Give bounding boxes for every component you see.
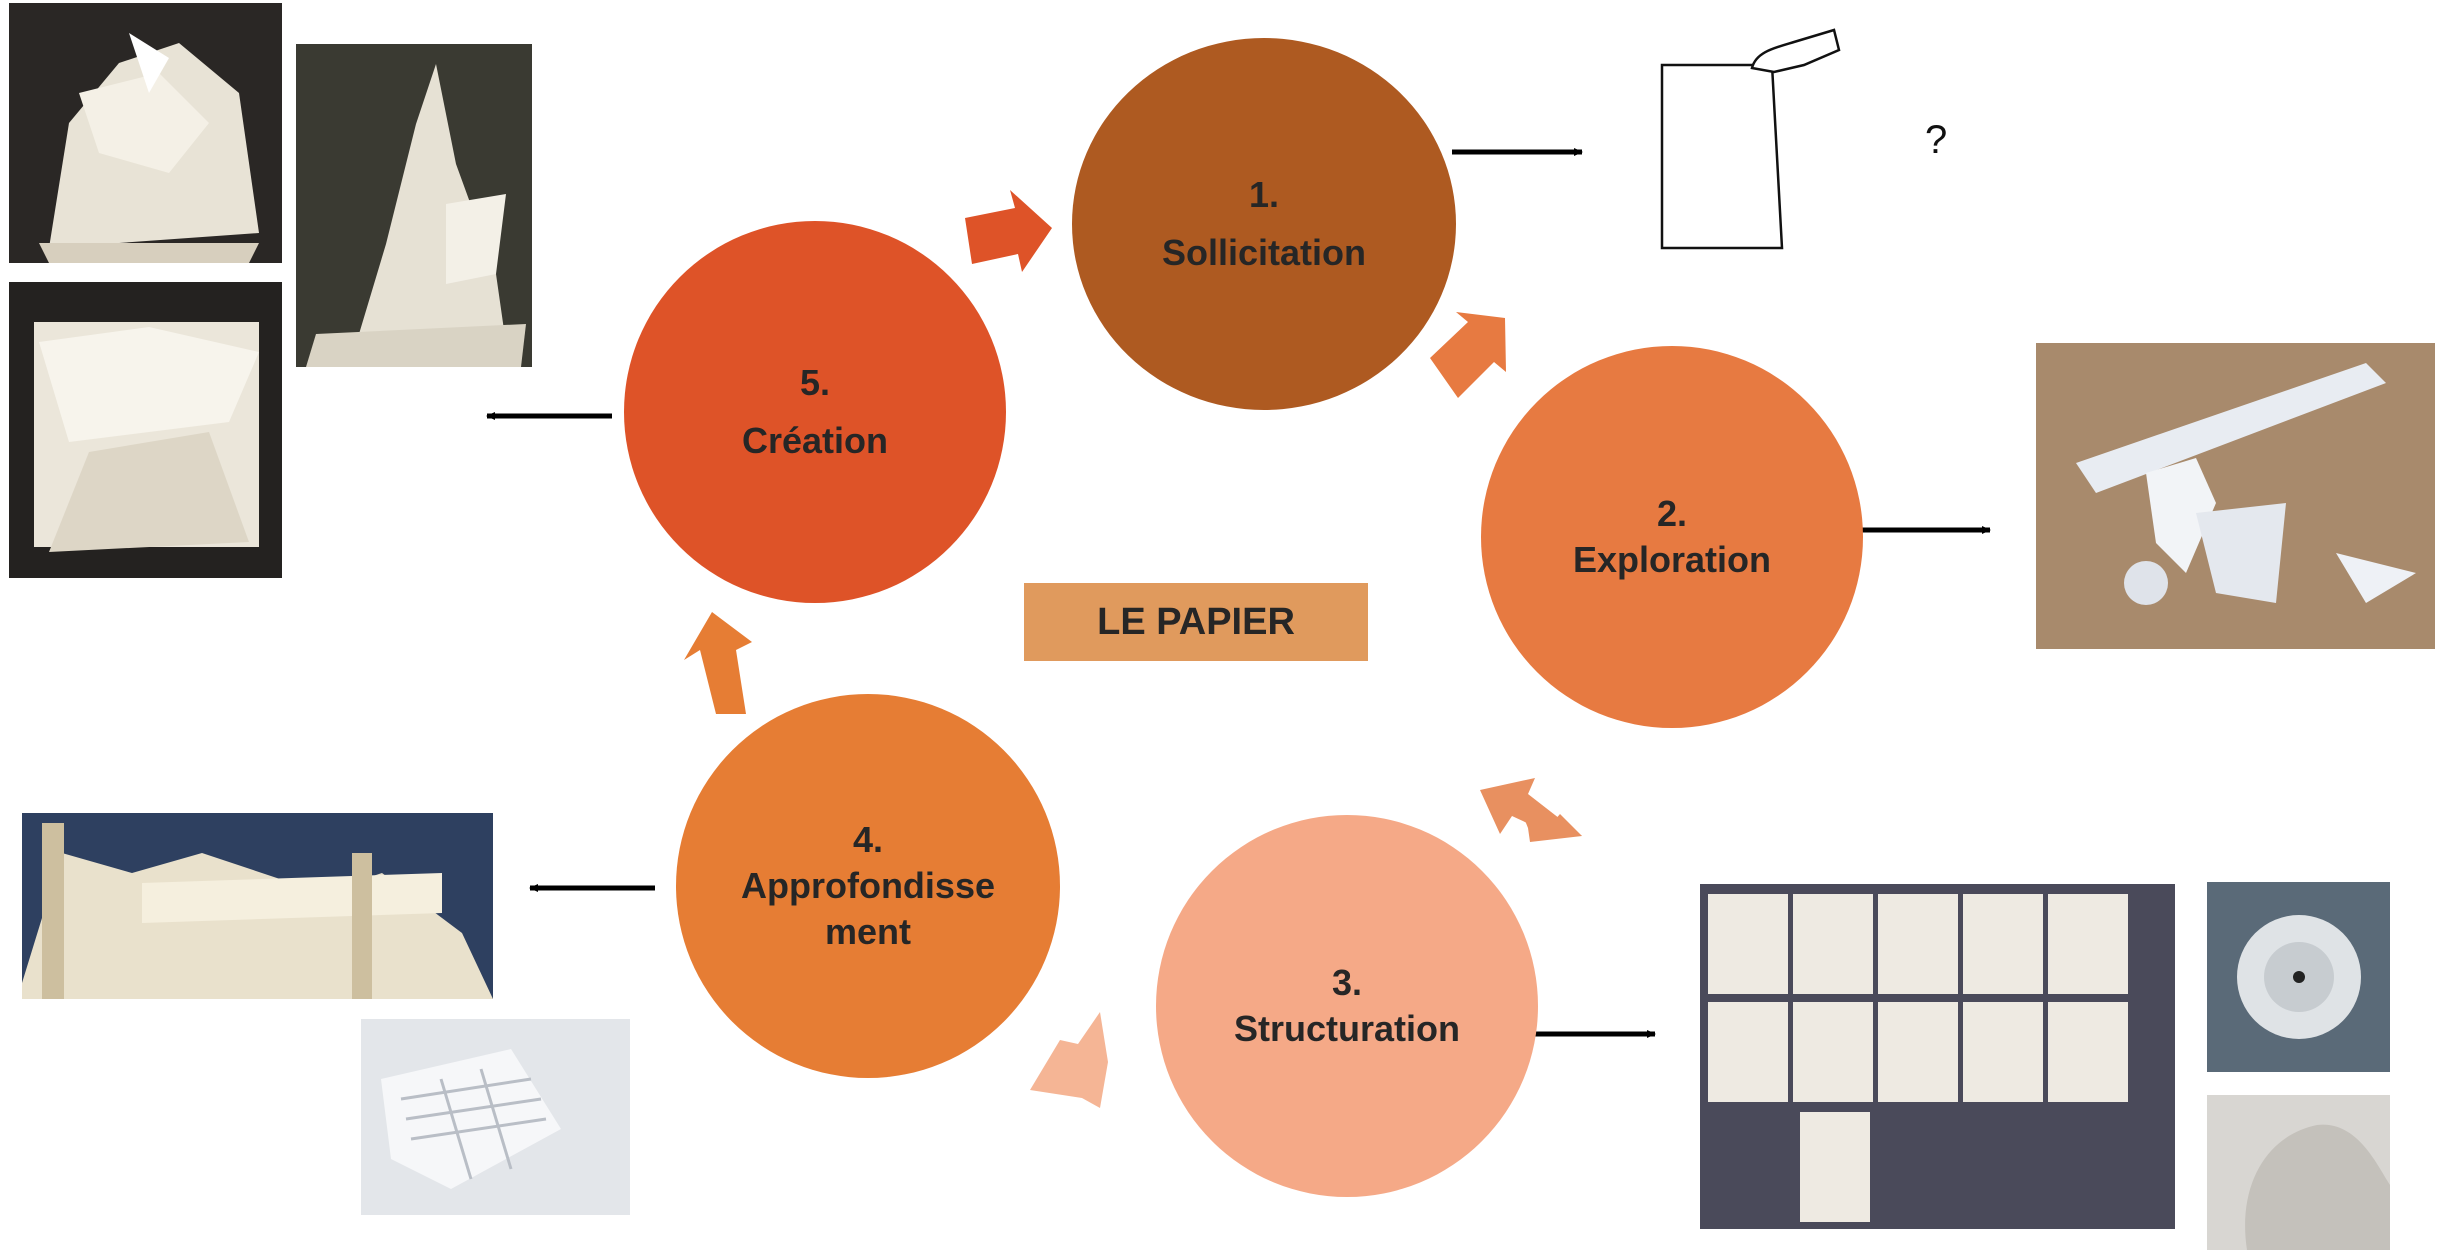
step-label: Structuration (1233, 1008, 1460, 1049)
photo-sculpture-bottom-left (9, 282, 282, 578)
step-number: 1. (1248, 174, 1280, 215)
cycle-arrow-2-to-3-b (1480, 778, 1582, 836)
step-5-creation: 5. Création (624, 221, 1006, 603)
step-3-structuration: 3. Structuration (1156, 815, 1538, 1197)
photo-structuration-board (1700, 884, 2175, 1229)
step-label-line1: Approfondisse (740, 865, 995, 906)
step-label-line2: ment (824, 911, 911, 952)
photo-woven-paper (361, 1019, 630, 1215)
question-mark: ? (1925, 118, 1948, 162)
step-4-approfondissement: 4. Approfondisse ment (676, 694, 1060, 1078)
step-number: 4. (852, 819, 884, 860)
photo-exploration-paper (2036, 343, 2435, 649)
step-number: 2. (1656, 493, 1688, 534)
step-label: Exploration (1572, 539, 1772, 580)
cycle-arrow-4-to-5 (684, 612, 752, 714)
step-number: 3. (1331, 962, 1363, 1003)
step-label: Sollicitation (1161, 232, 1366, 273)
photo-sculpture-top-left (9, 3, 282, 263)
photo-paper-relief (2207, 1095, 2390, 1250)
cycle-arrow-3-to-4 (1030, 1012, 1108, 1108)
step-number: 5. (799, 362, 831, 403)
photo-blank-paper-hand (1634, 10, 1859, 260)
cycle-arrow-1-to-2 (1430, 312, 1506, 398)
cycle-arrow-5-to-1 (965, 190, 1052, 272)
photo-sculpture-top-middle (296, 44, 532, 367)
step-2-exploration: 2. Exploration (1481, 346, 1863, 728)
photo-approfondissement-sculpture (22, 813, 493, 999)
center-title: LE PAPIER (1024, 583, 1368, 661)
photo-paper-spiral (2207, 882, 2390, 1072)
step-label: Création (741, 420, 889, 461)
step-1-sollicitation: 1. Sollicitation (1072, 38, 1456, 410)
